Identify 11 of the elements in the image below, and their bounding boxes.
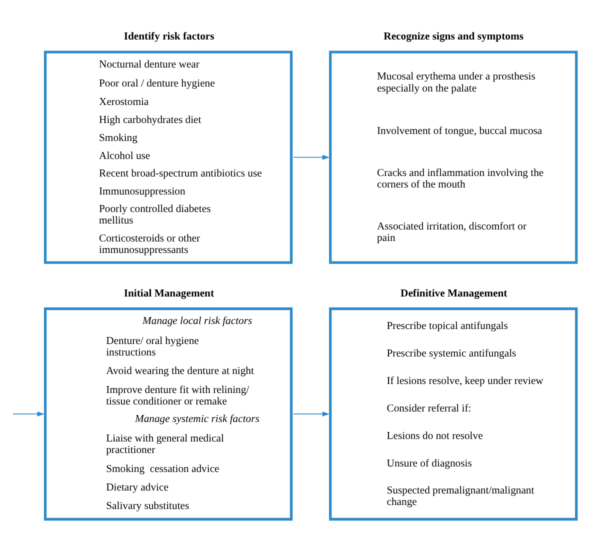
node-box: Prescribe topical antifungals Prescribe systemic antifungals If lesions resolve, keep under review Consider referral if: Lesions do not resolve Unsure of diagnosis Suspected premalignant/malignant change bbox=[329, 307, 578, 521]
node-box: Mucosal erythema under a prosthesis especially on the palate Involvement of tongue, buccal mucosa Cracks and inflammation involving the corners of the mouth Associated irritation, discomfort or pain bbox=[329, 50, 578, 264]
node-box: Nocturnal denture wear Poor oral / denture hygiene Xerostomia High carbohydrates diet Smoking Alcohol use Recent broad-spectrum antibiotics use Immunosuppression Poorly controlled diabetes mellitus Corticosteroids or other immunosuppressants bbox=[44, 50, 293, 264]
node-box: Manage local risk factors Denture/ oral hygiene instructions Avoid wearing the denture at night Improve denture fit with relining/ tissue conditioner or remake Manage systemic risk factors Liaise with general medical practitioner Smoking cessation advice Dietary advice Salivary substitutes bbox=[44, 307, 293, 521]
arrow bbox=[293, 412, 330, 416]
arrow bbox=[293, 154, 330, 160]
node-label: Initial Management bbox=[124, 288, 214, 300]
node-label: Definitive Management bbox=[400, 288, 508, 300]
node-label: Recognize signs and symptoms bbox=[384, 32, 524, 43]
node-label: Identify risk factors bbox=[124, 32, 214, 43]
arrow bbox=[12, 412, 44, 416]
